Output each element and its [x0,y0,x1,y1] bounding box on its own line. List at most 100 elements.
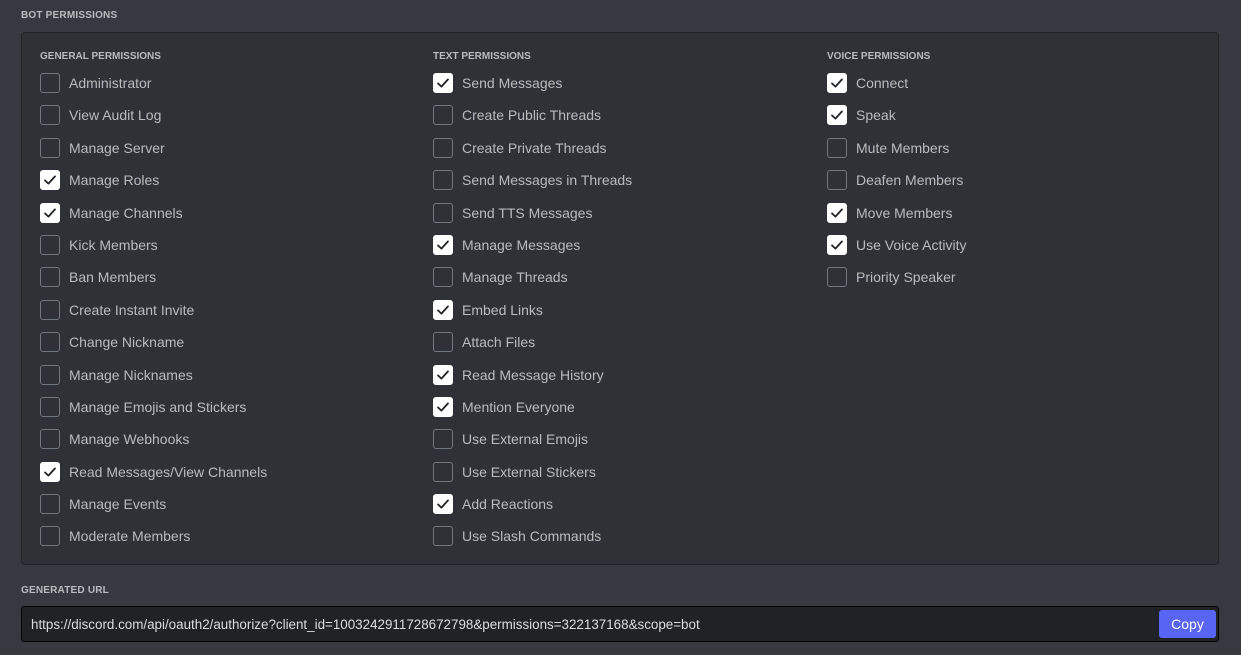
permission-item-manage-server[interactable]: Manage Server [40,137,267,170]
permission-item-create-instant-invite[interactable]: Create Instant Invite [40,299,267,332]
checkbox-checked[interactable] [827,234,847,255]
permission-item-send-messages[interactable]: Send Messages [433,73,632,105]
permission-label: Speak [856,107,896,124]
permission-item-embed-links[interactable]: Embed Links [433,299,632,332]
checkbox-checked[interactable] [433,299,453,320]
permission-item-speak[interactable]: Speak [827,105,967,137]
checkbox-checked[interactable] [827,73,847,93]
copy-button[interactable]: Copy [1159,610,1216,638]
permission-item-create-public-threads[interactable]: Create Public Threads [433,105,632,137]
permission-item-manage-emojis-and-stickers[interactable]: Manage Emojis and Stickers [40,396,267,429]
permission-item-create-private-threads[interactable]: Create Private Threads [433,137,632,170]
permission-item-mute-members[interactable]: Mute Members [827,137,967,170]
checkbox-unchecked[interactable] [433,332,453,353]
checkbox-checked[interactable] [827,105,847,126]
permission-item-manage-channels[interactable]: Manage Channels [40,202,267,235]
permission-item-deafen-members[interactable]: Deafen Members [827,170,967,202]
checkbox-unchecked[interactable] [827,137,847,158]
permission-label: Deafen Members [856,172,964,189]
permission-item-manage-roles[interactable]: Manage Roles [40,170,267,202]
permission-item-use-voice-activity[interactable]: Use Voice Activity [827,234,967,267]
permission-item-add-reactions[interactable]: Add Reactions [433,494,632,526]
checkbox-unchecked[interactable] [40,494,60,515]
permission-item-use-slash-commands[interactable]: Use Slash Commands [433,526,632,558]
check-icon [437,402,449,412]
permission-item-change-nickname[interactable]: Change Nickname [40,332,267,364]
permission-item-manage-nicknames[interactable]: Manage Nicknames [40,364,267,397]
checkbox-checked[interactable] [827,202,847,223]
permission-item-manage-messages[interactable]: Manage Messages [433,234,632,267]
permission-item-administrator[interactable]: Administrator [40,73,267,105]
checkbox-unchecked[interactable] [433,267,453,288]
checkbox-unchecked[interactable] [433,202,453,223]
checkbox-unchecked[interactable] [433,105,453,126]
permission-item-manage-webhooks[interactable]: Manage Webhooks [40,429,267,461]
permission-item-attach-files[interactable]: Attach Files [433,332,632,364]
permission-label: Create Public Threads [462,107,602,124]
checkbox-unchecked[interactable] [40,267,60,288]
checkbox-checked[interactable] [433,73,453,93]
checkbox-unchecked[interactable] [40,137,60,158]
column-title: VOICE PERMISSIONS [827,51,931,62]
checkbox-unchecked[interactable] [827,267,847,288]
permission-item-mention-everyone[interactable]: Mention Everyone [433,396,632,429]
checkbox-checked[interactable] [433,234,453,255]
checkbox-unchecked[interactable] [40,73,60,93]
permission-label: Change Nickname [69,334,185,351]
permission-item-moderate-members[interactable]: Moderate Members [40,526,267,558]
check-icon [831,240,843,250]
checkbox-checked[interactable] [40,461,60,482]
generated-url-field[interactable]: https://discord.com/api/oauth2/authorize… [21,606,1219,642]
checkbox-unchecked[interactable] [433,429,453,450]
check-icon [437,370,449,380]
permission-label: Moderate Members [69,528,191,545]
permission-item-send-tts-messages[interactable]: Send TTS Messages [433,202,632,235]
permission-label: Send Messages in Threads [462,172,633,189]
permission-item-read-message-history[interactable]: Read Message History [433,364,632,397]
permission-label: Mention Everyone [462,398,575,415]
checkbox-checked[interactable] [40,170,60,191]
permission-item-priority-speaker[interactable]: Priority Speaker [827,267,967,299]
permission-label: Read Message History [462,366,604,383]
checkbox-unchecked[interactable] [40,234,60,255]
checkbox-unchecked[interactable] [827,170,847,191]
permission-item-manage-threads[interactable]: Manage Threads [433,267,632,299]
checkbox-unchecked[interactable] [40,429,60,450]
checkbox-unchecked[interactable] [40,332,60,353]
checkbox-unchecked[interactable] [40,364,60,385]
generated-url-text[interactable]: https://discord.com/api/oauth2/authorize… [31,617,700,632]
permission-label: View Audit Log [69,107,162,124]
permission-item-send-messages-in-threads[interactable]: Send Messages in Threads [433,170,632,202]
checkbox-unchecked[interactable] [433,526,453,547]
permission-label: Read Messages/View Channels [69,463,268,480]
permission-item-use-external-stickers[interactable]: Use External Stickers [433,461,632,494]
checkbox-unchecked[interactable] [40,526,60,547]
permission-label: Mute Members [856,139,950,156]
permission-item-ban-members[interactable]: Ban Members [40,267,267,299]
checkbox-unchecked[interactable] [433,461,453,482]
check-icon [437,240,449,250]
permission-label: Use External Emojis [462,431,589,448]
checkbox-unchecked[interactable] [433,137,453,158]
check-icon [44,208,56,218]
permission-item-read-messages-view-channels[interactable]: Read Messages/View Channels [40,461,268,494]
permission-item-manage-events[interactable]: Manage Events [40,494,267,526]
column-title: TEXT PERMISSIONS [433,51,531,62]
permission-item-use-external-emojis[interactable]: Use External Emojis [433,429,632,461]
checkbox-checked[interactable] [433,494,453,515]
checkbox-checked[interactable] [433,364,453,385]
checkbox-unchecked[interactable] [40,396,60,417]
checkbox-checked[interactable] [433,396,453,417]
checkbox-checked[interactable] [40,202,60,223]
checkbox-unchecked[interactable] [40,299,60,320]
permission-label: Manage Emojis and Stickers [69,398,247,415]
permission-label: Manage Server [69,139,165,156]
permission-item-view-audit-log[interactable]: View Audit Log [40,105,267,137]
permission-item-move-members[interactable]: Move Members [827,202,967,235]
checkbox-unchecked[interactable] [433,170,453,191]
permission-item-connect[interactable]: Connect [827,73,967,105]
checkbox-unchecked[interactable] [40,105,60,126]
permission-item-kick-members[interactable]: Kick Members [40,234,267,267]
